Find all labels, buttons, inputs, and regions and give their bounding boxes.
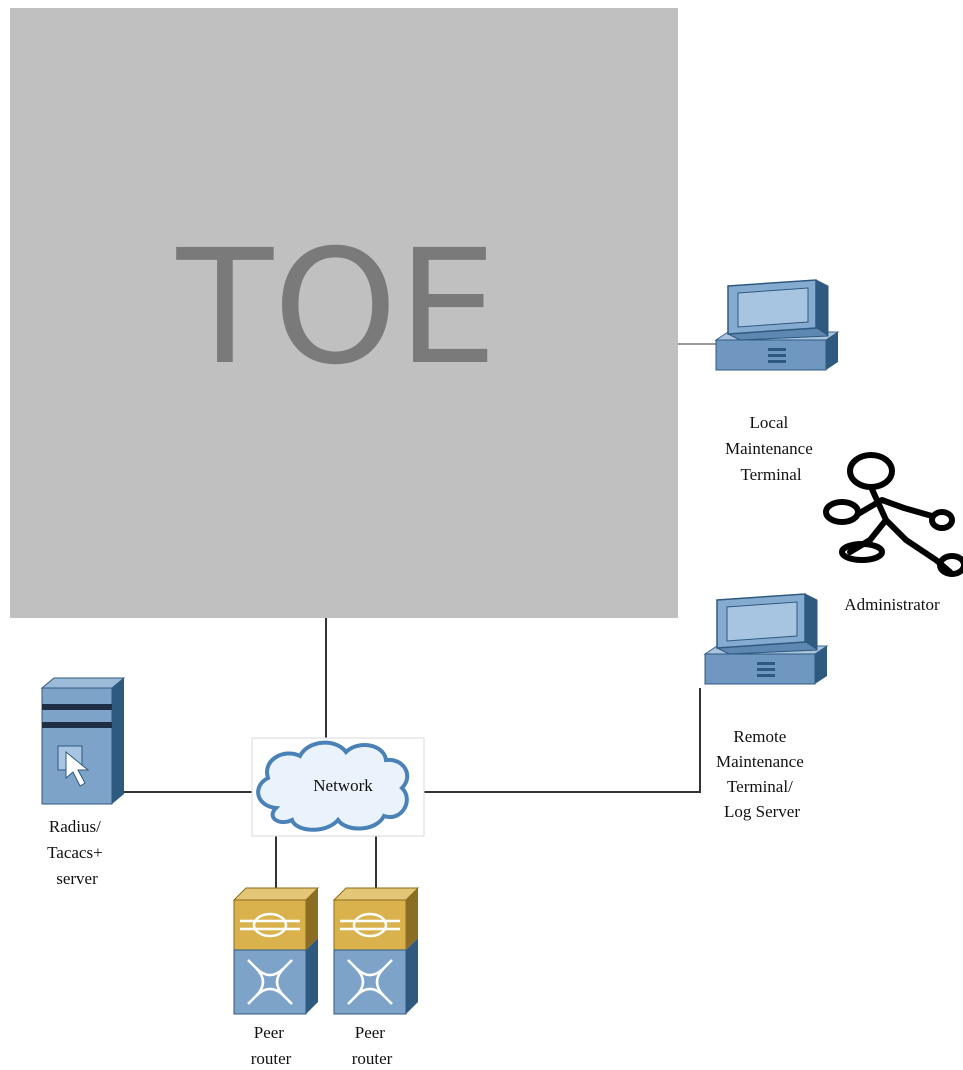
network-cloud: Network — [251, 737, 425, 837]
radius-server-label: Radius/ Tacacs+ server — [47, 817, 107, 888]
peer-router-2 — [332, 886, 420, 1016]
radius-server — [40, 677, 126, 805]
remote-terminal-label: Remote Maintenance Terminal/ Log Server — [716, 727, 808, 821]
toe-box: TOE — [10, 8, 678, 618]
computer-terminal-icon — [704, 593, 828, 685]
toe-title: TOE — [176, 216, 498, 400]
network-label: Network — [313, 776, 373, 795]
administrator-label: Administrator — [844, 595, 940, 614]
local-terminal — [715, 279, 839, 371]
computer-terminal-icon — [715, 279, 839, 371]
cloud-icon — [256, 740, 410, 832]
local-terminal-label: Local Maintenance Terminal — [725, 413, 817, 484]
peer-router-2-label: Peer router — [352, 1023, 393, 1068]
network-remote-terminal-link — [424, 688, 701, 793]
peer-router-1 — [232, 886, 320, 1016]
router-icon — [332, 886, 420, 1016]
server-tower-icon — [40, 677, 126, 805]
stick-figure-icon — [823, 452, 963, 577]
remote-terminal — [704, 593, 828, 685]
peer-router-1-label: Peer router — [251, 1023, 292, 1068]
router-icon — [232, 886, 320, 1016]
